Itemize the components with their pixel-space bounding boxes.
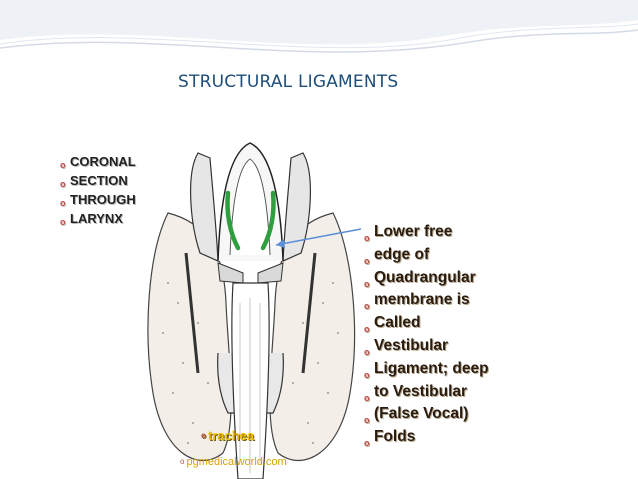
bullet-icon: o	[180, 457, 184, 466]
bullet-icon: o	[364, 432, 370, 455]
bullet-icon: o	[201, 431, 206, 440]
bullet-icon: o	[60, 213, 66, 232]
slide-title: STRUCTURAL LIGAMENTS	[178, 72, 398, 92]
decorative-wave-band	[0, 0, 638, 70]
list-item: o(False Vocal)	[364, 403, 489, 426]
